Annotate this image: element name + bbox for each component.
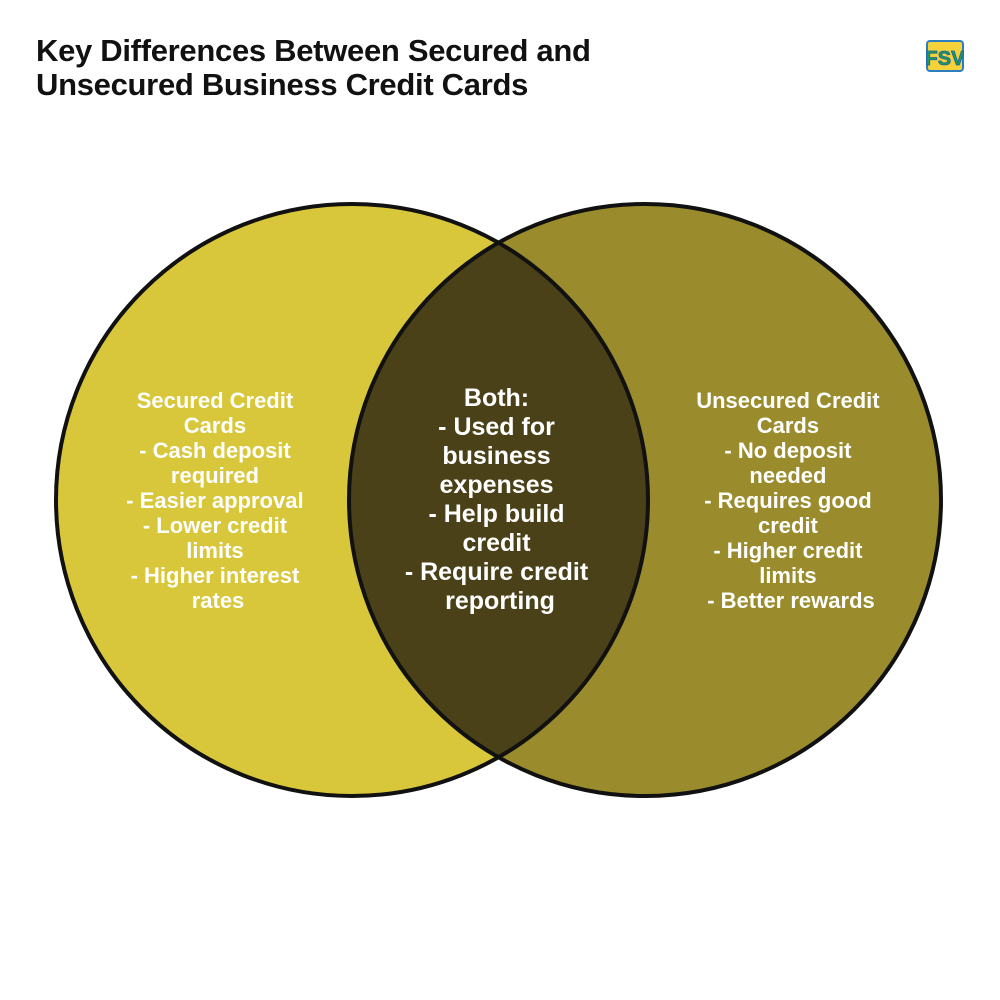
unsecured-circle-outline [347, 202, 943, 798]
page-title-line-2: Unsecured Business Credit Cards [36, 67, 529, 102]
unsecured-line: Unsecured Credit [696, 388, 880, 413]
secured-circle-outline [54, 202, 650, 798]
secured-line: Cards [184, 413, 246, 438]
overlap-region [349, 204, 648, 796]
unsecured-line: needed [749, 463, 826, 488]
both-line: Both: [464, 384, 529, 412]
both-label: Both: - Used for business expenses - Hel… [405, 384, 595, 615]
page-title-line-1: Key Differences Between Secured and [36, 33, 591, 68]
secured-label: Secured Credit Cards - Cash deposit requ… [126, 388, 309, 613]
unsecured-line: - No deposit [724, 438, 852, 463]
secured-line: - Higher interest [131, 563, 300, 588]
secured-line: rates [192, 588, 245, 613]
both-line: - Used for [438, 413, 555, 441]
unsecured-line: - Better rewards [707, 588, 875, 613]
secured-line: Secured Credit [137, 388, 294, 413]
both-line: expenses [440, 471, 554, 499]
both-line: reporting [445, 587, 555, 615]
logo-text: FSV [926, 48, 964, 70]
secured-line: - Cash deposit [139, 438, 291, 463]
page-title: Key Differences Between Secured and Unse… [36, 34, 856, 102]
unsecured-line: Cards [757, 413, 819, 438]
unsecured-line: credit [758, 513, 819, 538]
unsecured-label: Unsecured Credit Cards - No deposit need… [696, 388, 886, 613]
secured-line: - Lower credit [143, 513, 288, 538]
fsv-logo-icon: FSV [926, 40, 964, 72]
unsecured-line: limits [759, 563, 816, 588]
secured-line: limits [186, 538, 243, 563]
unsecured-line: - Higher credit [713, 538, 863, 563]
both-line: - Require credit [405, 558, 589, 586]
unsecured-line: - Requires good [704, 488, 871, 513]
both-line: credit [462, 529, 531, 557]
both-line: - Help build [428, 500, 564, 528]
both-line: business [442, 442, 550, 470]
secured-line: - Easier approval [126, 488, 303, 513]
secured-line: required [171, 463, 259, 488]
